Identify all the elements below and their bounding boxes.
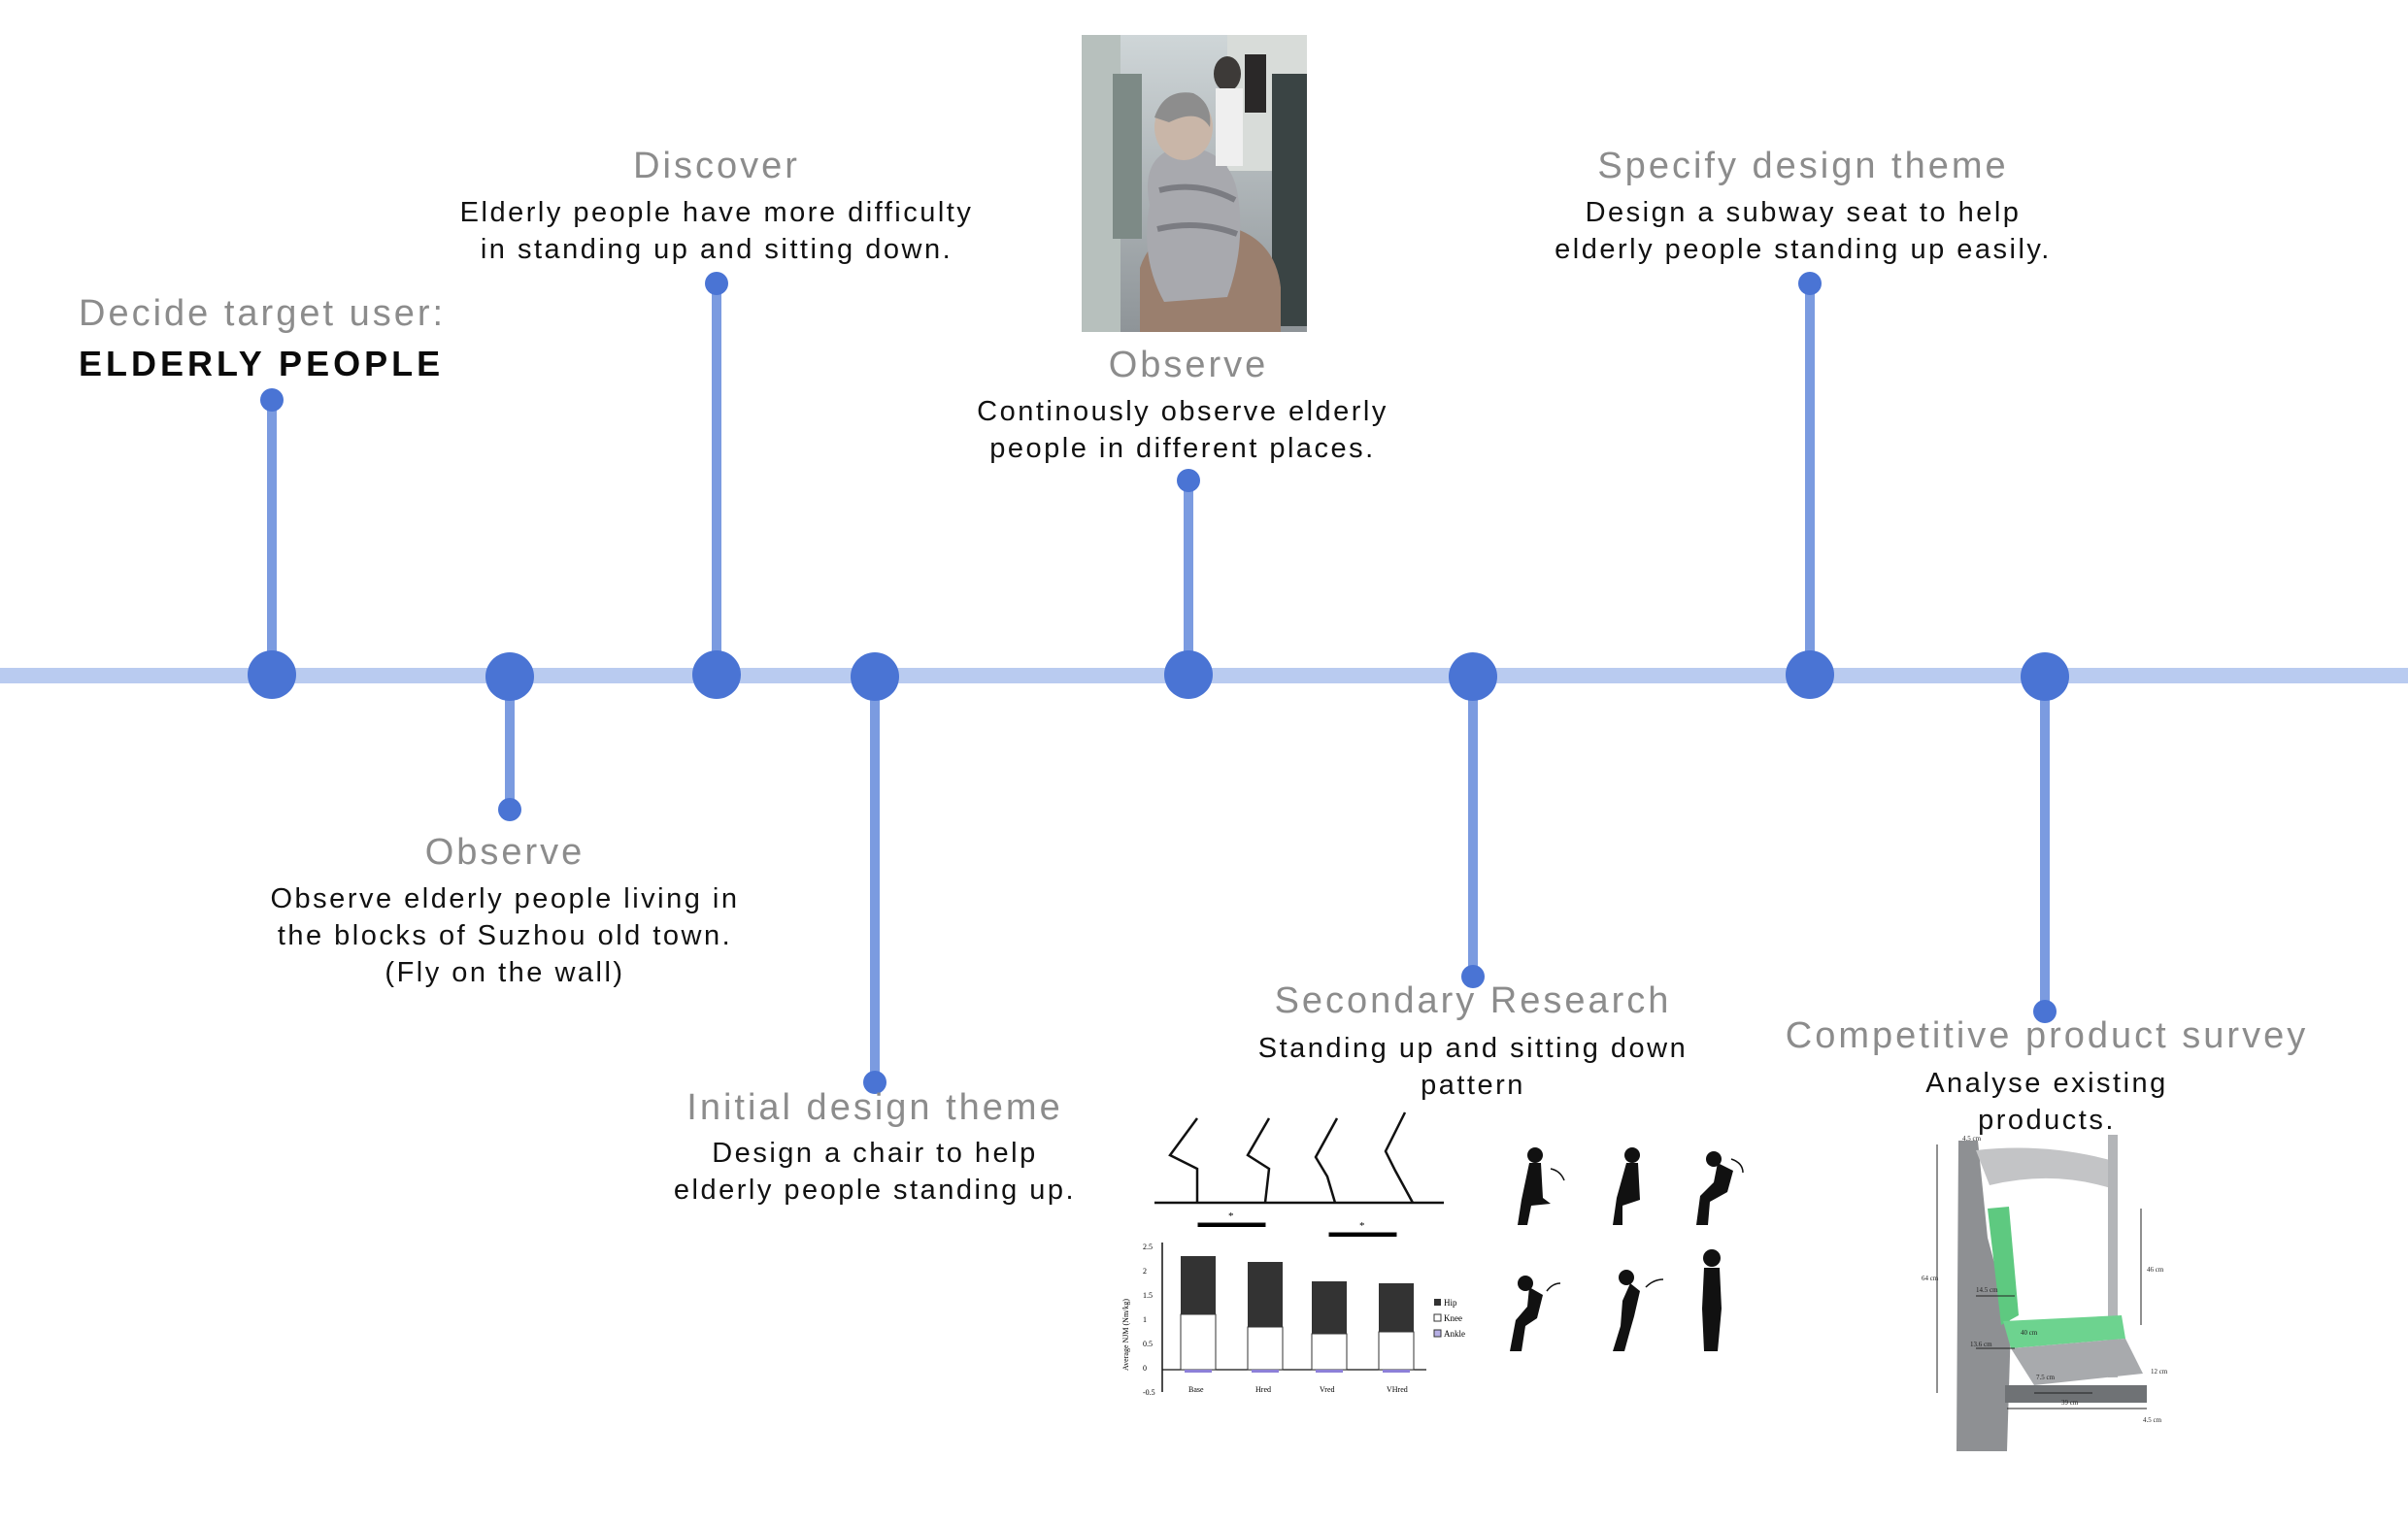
chart-yticks: 2.5 2 1.5 1 0.5 0 -0.5 [1143, 1243, 1155, 1397]
sit-stand-figure: Average NJM (Nm/kg) 2.5 2 1.5 1 0.5 0 -0.5 Bas… [1121, 1109, 1755, 1400]
timeline-dots [248, 650, 2069, 701]
hip-bar [1181, 1256, 1216, 1314]
timeline-stems [267, 283, 2050, 1082]
seat-dim-3: 14.5 cm [1976, 1286, 1998, 1294]
specify-title: Specify design theme [1597, 146, 2009, 186]
y-tick-label: -0.5 [1143, 1388, 1155, 1397]
secondary-title: Secondary Research [1274, 980, 1672, 1021]
hip-bar [1248, 1262, 1283, 1327]
secondary-desc: Standing up and sitting down pattern [1257, 1033, 1689, 1101]
end-dot-competitive [2033, 1000, 2057, 1023]
ankle-bar [1185, 1370, 1212, 1373]
dot-initial-theme [851, 652, 899, 701]
seat-dim-2: 64 cm [1922, 1275, 1939, 1282]
seat-dim-6: 40 cm [2021, 1329, 2038, 1337]
target-user-value: ELDERLY PEOPLE [79, 344, 445, 383]
dot-specify [1786, 650, 1834, 699]
observe-1-desc: Observe elderly people living in the blo… [270, 883, 740, 988]
hip-bar [1379, 1283, 1414, 1332]
end-dot-specify [1798, 272, 1822, 295]
seat-dim-8: 12 cm [2151, 1368, 2168, 1376]
seat-dim-1: 4.5 cm [1962, 1135, 1982, 1143]
legend-knee: Knee [1444, 1313, 1462, 1323]
chart-legend: Hip Knee Ankle [1433, 1298, 1465, 1339]
y-tick-label: 0.5 [1143, 1340, 1153, 1348]
seat-dim-5: 46 cm [2147, 1266, 2164, 1274]
observe-2-title: Observe [1108, 345, 1269, 385]
ankle-bar [1316, 1370, 1343, 1373]
legend-ankle: Ankle [1444, 1329, 1465, 1339]
y-tick-label: 2 [1143, 1267, 1147, 1276]
dot-competitive [2021, 652, 2069, 701]
knee-bar [1180, 1313, 1217, 1371]
discover-title: Discover [633, 146, 800, 186]
observe-1-title: Observe [424, 832, 585, 873]
knee-bar [1311, 1333, 1348, 1371]
subway-photo [1082, 35, 1307, 332]
dot-secondary [1449, 652, 1497, 701]
njm-bar-chart: Average NJM (Nm/kg) 2.5 2 1.5 1 0.5 0 -0.5 Bas… [1121, 1210, 1465, 1397]
seat-dim-4: 13.6 cm [1970, 1341, 1992, 1348]
specify-desc: Design a subway seat to help elderly peo… [1555, 197, 2052, 265]
target-user-title: Decide target user: [79, 293, 447, 334]
y-tick-label: 1.5 [1143, 1291, 1153, 1300]
initial-theme-desc: Design a chair to help elderly people st… [673, 1138, 1077, 1206]
chart-categories: Base Hred Vred VHred [1188, 1385, 1408, 1394]
seat-dim-9: 39 cm [2061, 1399, 2079, 1407]
initial-theme-title: Initial design theme [686, 1087, 1063, 1128]
star-1: * [1228, 1210, 1234, 1222]
star-2: * [1359, 1220, 1365, 1232]
y-tick-label: 1 [1143, 1315, 1147, 1324]
y-tick-label: 0 [1143, 1364, 1147, 1373]
end-dot-observe-2 [1177, 469, 1200, 492]
chart-bars [1180, 1256, 1415, 1373]
x-category-label: Base [1188, 1385, 1204, 1394]
hip-bar [1312, 1281, 1347, 1334]
end-dot-secondary [1461, 965, 1485, 988]
end-dot-discover [705, 272, 728, 295]
end-dot-observe-1 [498, 798, 521, 821]
dot-observe-1 [485, 652, 534, 701]
competitive-title: Competitive product survey [1785, 1015, 2309, 1056]
x-category-label: Vred [1320, 1385, 1335, 1394]
subway-seat-figure: 4.5 cm 64 cm 14.5 cm 13.6 cm 46 cm 40 cm… [1918, 1131, 2180, 1451]
end-dots [260, 272, 2057, 1094]
observe-2-desc: Continously observe elderly people in di… [977, 396, 1388, 464]
ankle-bar [1252, 1370, 1279, 1373]
knee-bar [1247, 1326, 1284, 1371]
seat-dim-7: 7.5 cm [2036, 1374, 2056, 1381]
seat-dim-10: 4.5 cm [2143, 1416, 2162, 1424]
competitive-desc: Analyse existing products. [1925, 1068, 2168, 1136]
dot-target [248, 650, 296, 699]
dot-discover [692, 650, 741, 699]
silhouettes [1510, 1147, 1733, 1351]
discover-desc: Elderly people have more difficulty in s… [459, 197, 974, 265]
chart-ylabel: Average NJM (Nm/kg) [1121, 1299, 1130, 1371]
x-category-label: Hred [1255, 1385, 1271, 1394]
x-category-label: VHred [1387, 1385, 1408, 1394]
end-dot-target [260, 388, 284, 412]
legend-hip: Hip [1444, 1298, 1457, 1308]
knee-bar [1378, 1331, 1415, 1371]
ankle-bar [1383, 1370, 1410, 1373]
posture-zigzags [1154, 1111, 1444, 1205]
y-tick-label: 2.5 [1143, 1243, 1153, 1251]
end-dot-initial-theme [863, 1071, 886, 1094]
dot-observe-2 [1164, 650, 1213, 699]
